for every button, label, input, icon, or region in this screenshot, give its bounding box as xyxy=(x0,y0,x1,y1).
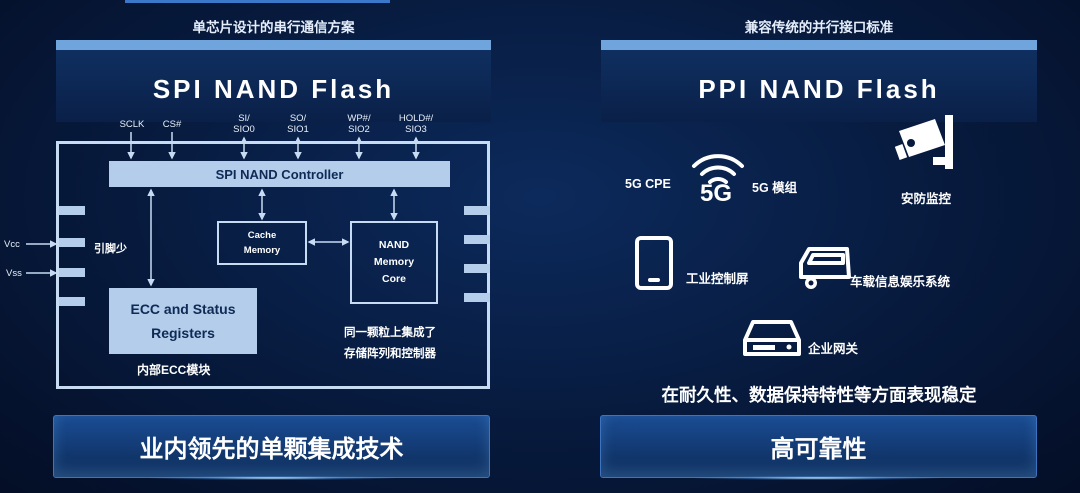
left-pad xyxy=(59,206,85,215)
high-reliability-button[interactable]: 高可靠性 xyxy=(600,415,1037,478)
right-pad xyxy=(464,235,490,244)
top-decor-bar xyxy=(125,0,390,3)
pin-wp-sio2: WP#/SIO2 xyxy=(347,113,371,135)
ppi-title: PPI NAND Flash xyxy=(698,74,940,104)
vehicle-icon xyxy=(799,247,851,289)
vcc-label: Vcc xyxy=(4,239,20,250)
app-vehicle: 车载信息娱乐系统 xyxy=(850,275,951,289)
left-pad xyxy=(59,238,85,247)
pin-sclk: SCLK xyxy=(119,119,145,130)
ecc-caption: 内部ECC模块 xyxy=(137,363,211,377)
pin-hold-sio3: HOLD#/SIO3 xyxy=(398,113,434,135)
5g-signal-icon xyxy=(692,154,744,184)
left-subtitle: 单芯片设计的串行通信方案 xyxy=(192,20,355,35)
spi-nand-controller: SPI NAND Controller xyxy=(109,161,450,187)
integration-note: 同一颗粒上集成了存储阵列和控制器 xyxy=(344,327,436,360)
app-industrial: 工业控制屏 xyxy=(686,272,749,286)
left-pad xyxy=(59,297,85,306)
vss-label: Vss xyxy=(6,268,22,279)
integration-tech-button[interactable]: 业内领先的单颗集成技术 xyxy=(53,415,490,478)
5g-icon-text: 5G xyxy=(700,180,733,207)
left-pad xyxy=(59,268,85,277)
button-glow xyxy=(695,476,940,480)
tablet-icon xyxy=(635,236,673,290)
gateway-router-icon xyxy=(743,320,801,356)
app-5g-module: 5G 模组 xyxy=(752,181,798,195)
app-5g-cpe: 5G CPE xyxy=(625,177,671,191)
pin-cs: CS# xyxy=(162,119,182,130)
app-security: 安防监控 xyxy=(901,192,952,206)
pin-so-sio1: SO/SIO1 xyxy=(287,113,309,135)
right-pad xyxy=(464,293,490,302)
button-glow xyxy=(150,476,395,480)
spi-title-panel: SPI NAND Flash xyxy=(56,40,491,122)
security-camera-icon xyxy=(895,115,953,169)
right-pad xyxy=(464,206,490,215)
ppi-title-panel: PPI NAND Flash xyxy=(601,40,1037,122)
right-pad xyxy=(464,264,490,273)
app-gateway: 企业网关 xyxy=(808,342,859,356)
fewer-pins-label: 引脚少 xyxy=(94,243,127,255)
spi-title: SPI NAND Flash xyxy=(152,74,395,104)
pin-si-sio0: SI/SIO0 xyxy=(233,113,255,135)
right-subtitle: 兼容传统的并行接口标准 xyxy=(744,20,894,35)
reliability-statement: 在耐久性、数据保持特性等方面表现稳定 xyxy=(661,385,977,405)
